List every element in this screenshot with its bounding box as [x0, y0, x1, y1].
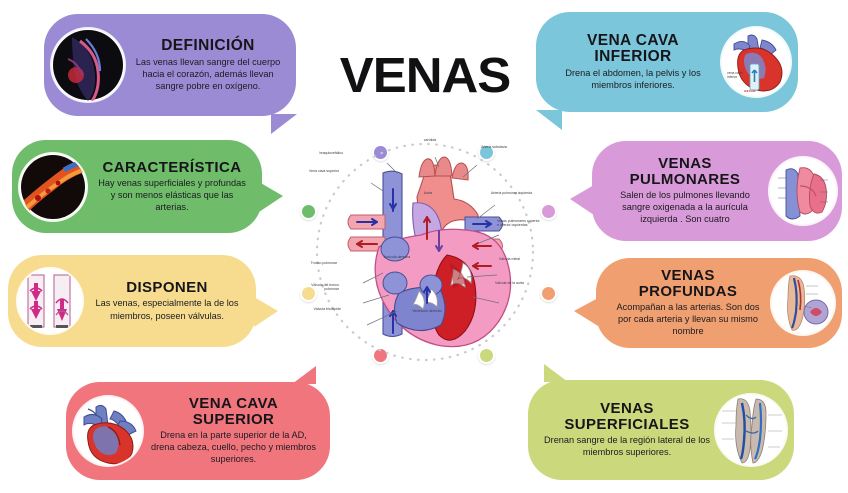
svg-text:vena cava: vena cava — [727, 71, 743, 75]
heart-label-tronco-pulmonar: Tronco pulmonar — [310, 261, 337, 265]
caracteristica-title: CARACTERÍSTICA — [102, 158, 242, 176]
card-venas-superficiales[interactable]: VENAS SUPERFICIALES Drenan sangre de la … — [528, 364, 794, 480]
venas-superficiales-body: Drenan sangre de la región lateral de lo… — [544, 435, 710, 458]
bubble-tail — [570, 185, 594, 215]
card-caracteristica[interactable]: CARACTERÍSTICA Hay venas superficiales y… — [12, 140, 283, 233]
venas-profundas-thumb — [772, 272, 834, 334]
orbit-dot-teal — [478, 144, 495, 161]
vein-closeup-thumb — [21, 154, 85, 219]
pulmonary-veins-thumb — [771, 159, 835, 223]
vena-cava-superior-thumb — [74, 397, 142, 465]
heart-diagram: braquiocefálico carótida Arteria subclav… — [305, 133, 545, 371]
venas-pulmonares-title: VENAS PULMONARES — [629, 155, 741, 188]
bubble-tail — [254, 297, 278, 327]
heart-label-braquiocefalico: braquiocefálico — [319, 151, 343, 155]
bubble-tail — [574, 298, 598, 326]
bubble-tail — [259, 182, 283, 212]
page-title: VENAS — [339, 49, 511, 103]
orbit-dot-yellow — [300, 285, 317, 302]
heart-label-aorta: Aorta — [423, 191, 433, 195]
orbit-dot-orchid — [540, 203, 557, 220]
venous-valve-diagram-thumb — [19, 270, 81, 332]
dotted-ring — [315, 142, 535, 362]
card-definicion[interactable]: DEFINICIÓN Las venas llevan sangre del c… — [44, 14, 297, 134]
vena-cava-inferior-body: Drena el abdomen, la pelvis y los miembr… — [565, 67, 701, 90]
definicion-thumb — [52, 29, 124, 101]
superficial-veins-arm-thumb — [717, 396, 785, 464]
orbit-dot-red — [372, 347, 389, 364]
heart-label-carotida: carótida — [423, 138, 437, 142]
heart-label-valvula-tronco-pulmonar: Válvula del tronco pulmonar — [311, 283, 339, 292]
orbit-dot-orange — [540, 285, 557, 302]
heart-cross-section-illustration — [347, 156, 512, 348]
heart-label-ventriculo-derecho: Ventrículo derecho — [412, 309, 442, 313]
orbit-dot-olive — [478, 347, 495, 364]
card-venas-profundas[interactable]: VENAS PROFUNDAS Acompañan a las arterias… — [574, 258, 842, 348]
card-vena-cava-superior[interactable]: VENA CAVA SUPERIOR Drena en la parte sup… — [66, 366, 330, 480]
deep-veins-leg-thumb — [773, 273, 833, 333]
heart-label-auricula-derecha: Aurícula derecha — [383, 255, 411, 259]
heart-label-valvula-mitral: Válvula mitral — [499, 257, 521, 261]
heart-label-vena-cava-superior: Vena cava superior — [309, 169, 339, 173]
caracteristica-body: Hay venas superficiales y profundas y so… — [98, 177, 246, 213]
venas-pulmonares-body: Salen de los pulmones llevando sangre ox… — [620, 189, 750, 225]
disponen-thumb — [18, 269, 82, 333]
bubble-tail — [292, 366, 316, 384]
disponen-body: Las venas, especialmente la de los miemb… — [95, 298, 239, 321]
heart-label-arteria-pulmonar-izquierda: Arteria pulmonar izquierda — [491, 191, 533, 195]
svg-text:inferior: inferior — [727, 75, 738, 79]
heart-label-venas-pulmonares-izquierdas: Venas pulmonares superior e inferior izq… — [497, 219, 540, 228]
bubble-tail — [536, 110, 562, 130]
bubble-tail — [271, 114, 297, 134]
inferior-vena-cava-thumb: vena cava inferior aurícula — [723, 29, 789, 95]
orbit-dot-purple — [372, 144, 389, 161]
definicion-body: Las venas llevan sangre del cuerpo hacia… — [135, 56, 281, 92]
card-venas-pulmonares[interactable]: VENAS PULMONARES Salen de los pulmones l… — [570, 141, 842, 241]
vein-photo-thumb — [53, 30, 123, 101]
vena-cava-superior-body: Drena en la parte superior de la AD, dre… — [151, 429, 316, 465]
heart-label-valvula-aorta: Válvula de la aorta — [495, 281, 524, 285]
venas-profundas-title: VENAS PROFUNDAS — [638, 267, 738, 300]
venas-pulmonares-thumb — [770, 158, 836, 224]
heart-label-arteria-subclavia: Arteria subclavia — [481, 145, 507, 149]
definicion-title: DEFINICIÓN — [161, 36, 255, 54]
card-vena-cava-inferior[interactable]: VENA CAVA INFERIOR Drena el abdomen, la … — [536, 12, 798, 130]
disponen-title: DISPONEN — [126, 279, 208, 297]
orbit-dot-green — [300, 203, 317, 220]
card-disponen[interactable]: DISPONEN Las venas, especialmente la de … — [8, 255, 278, 347]
vena-cava-inferior-thumb: vena cava inferior aurícula — [722, 28, 790, 96]
venas-profundas-body: Acompañan a las arterias. Son dos por ca… — [616, 301, 760, 337]
venas-superficiales-title: VENAS SUPERFICIALES — [564, 400, 690, 433]
vena-cava-inferior-title: VENA CAVA INFERIOR — [586, 31, 679, 65]
heart-label-valvula-tricuspide: Válvula tricúspide — [313, 307, 341, 311]
vena-cava-superior-title: VENA CAVA SUPERIOR — [188, 395, 279, 428]
caracteristica-thumb — [20, 153, 86, 220]
venas-superficiales-thumb — [716, 395, 786, 465]
superior-vena-cava-thumb — [75, 398, 141, 465]
svg-text:aurícula: aurícula — [744, 89, 756, 93]
bubble-tail — [544, 364, 568, 382]
